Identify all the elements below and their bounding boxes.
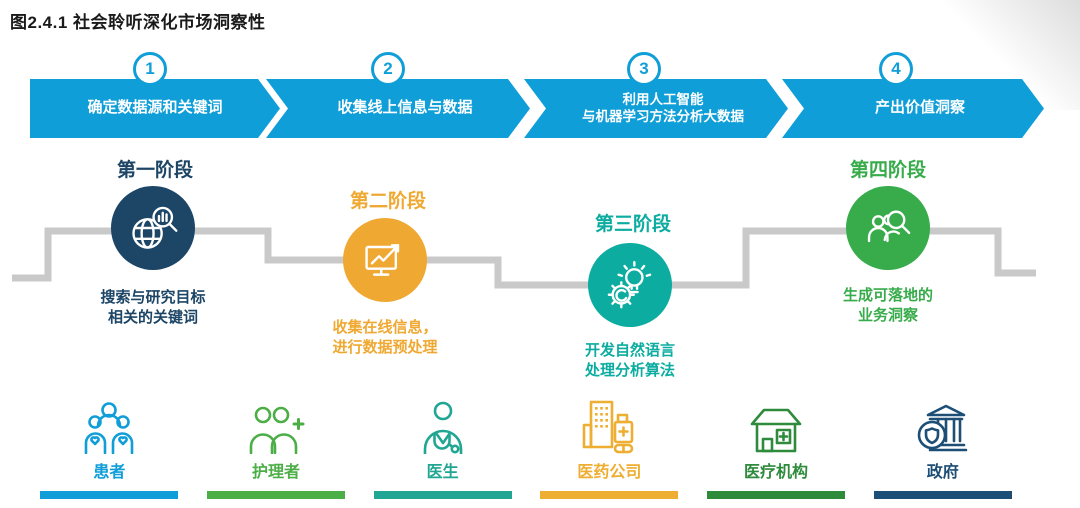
stage-3-caption: 开发自然语言 处理分析算法 <box>584 342 676 380</box>
stage-3-name: 第三阶段 <box>594 214 672 235</box>
bulb-gear-icon <box>607 261 652 309</box>
pharma-company-icon <box>582 394 636 454</box>
globe-search-icon <box>132 206 178 249</box>
stakeholder-government: 政府 <box>859 394 1026 499</box>
process-arrow-3-label-line2: 与机器学习方法分析大数据 <box>582 108 744 124</box>
stakeholder-underline <box>40 491 179 499</box>
step-number-badge-3: 3 <box>627 52 661 86</box>
stakeholder-label: 政府 <box>926 464 959 481</box>
process-arrow-1: 确定数据源和关键词 <box>30 79 280 138</box>
stakeholder-underline <box>540 491 679 499</box>
stakeholder-label: 医疗机构 <box>744 464 809 481</box>
step-number-badge-2: 2 <box>371 52 405 86</box>
stakeholder-underline <box>207 491 345 499</box>
government-icon <box>916 394 970 454</box>
stakeholder-medical-institution: 医疗机构 <box>693 394 860 499</box>
stage-3-circle <box>588 243 672 327</box>
step-number-badge-1: 1 <box>133 52 167 86</box>
figure-title: 图2.4.1 社会聆听深化市场洞察性 <box>10 13 266 32</box>
stakeholder-label: 护理者 <box>252 464 301 481</box>
stage-4-circle <box>846 186 930 270</box>
stage-4-name: 第四阶段 <box>849 160 927 181</box>
process-arrow-2-label: 收集线上信息与数据 <box>337 99 473 117</box>
process-arrow-3: 利用人工智能 与机器学习方法分析大数据 <box>524 79 788 138</box>
stage-1-circle <box>111 186 195 270</box>
step-number-badge-4: 4 <box>879 52 913 86</box>
stakeholder-underline <box>373 491 512 499</box>
stage-2-circle <box>343 218 427 302</box>
patients-icon <box>84 394 134 454</box>
process-arrow-1-label: 确定数据源和关键词 <box>87 99 223 117</box>
caregivers-icon <box>247 394 305 454</box>
stakeholder-pharma-company: 医药公司 <box>526 394 693 499</box>
process-arrow-3-label-line1: 利用人工智能 <box>622 91 704 107</box>
stakeholder-underline <box>873 491 1012 499</box>
stage-2-caption: 收集在线信息， 进行数据预处理 <box>332 319 438 357</box>
stage-2-name: 第二阶段 <box>349 191 427 212</box>
medical-institution-icon <box>750 394 802 454</box>
stakeholder-patients: 患者 <box>26 394 193 499</box>
process-arrow-4-label: 产出价值洞察 <box>874 99 965 117</box>
stakeholder-underline <box>707 491 846 499</box>
stage-4-caption: 生成可落地的 业务洞察 <box>842 287 934 325</box>
people-search-icon <box>867 210 911 243</box>
stakeholder-label: 患者 <box>93 464 126 481</box>
stage-1-caption: 搜索与研究目标 相关的关键词 <box>100 289 206 327</box>
process-arrow-2: 收集线上信息与数据 <box>266 79 530 138</box>
monitor-trend-icon <box>365 244 400 276</box>
stakeholder-label: 医生 <box>426 464 459 481</box>
doctor-icon <box>420 394 466 454</box>
stakeholder-doctors: 医生 <box>359 394 526 499</box>
stakeholder-caregivers: 护理者 <box>193 394 360 499</box>
stage-1-name: 第一阶段 <box>116 160 194 181</box>
process-arrow-4: 产出价值洞察 <box>782 79 1044 138</box>
stakeholders-row: 患者 护理者 <box>26 394 1026 499</box>
stakeholder-label: 医药公司 <box>577 464 642 481</box>
